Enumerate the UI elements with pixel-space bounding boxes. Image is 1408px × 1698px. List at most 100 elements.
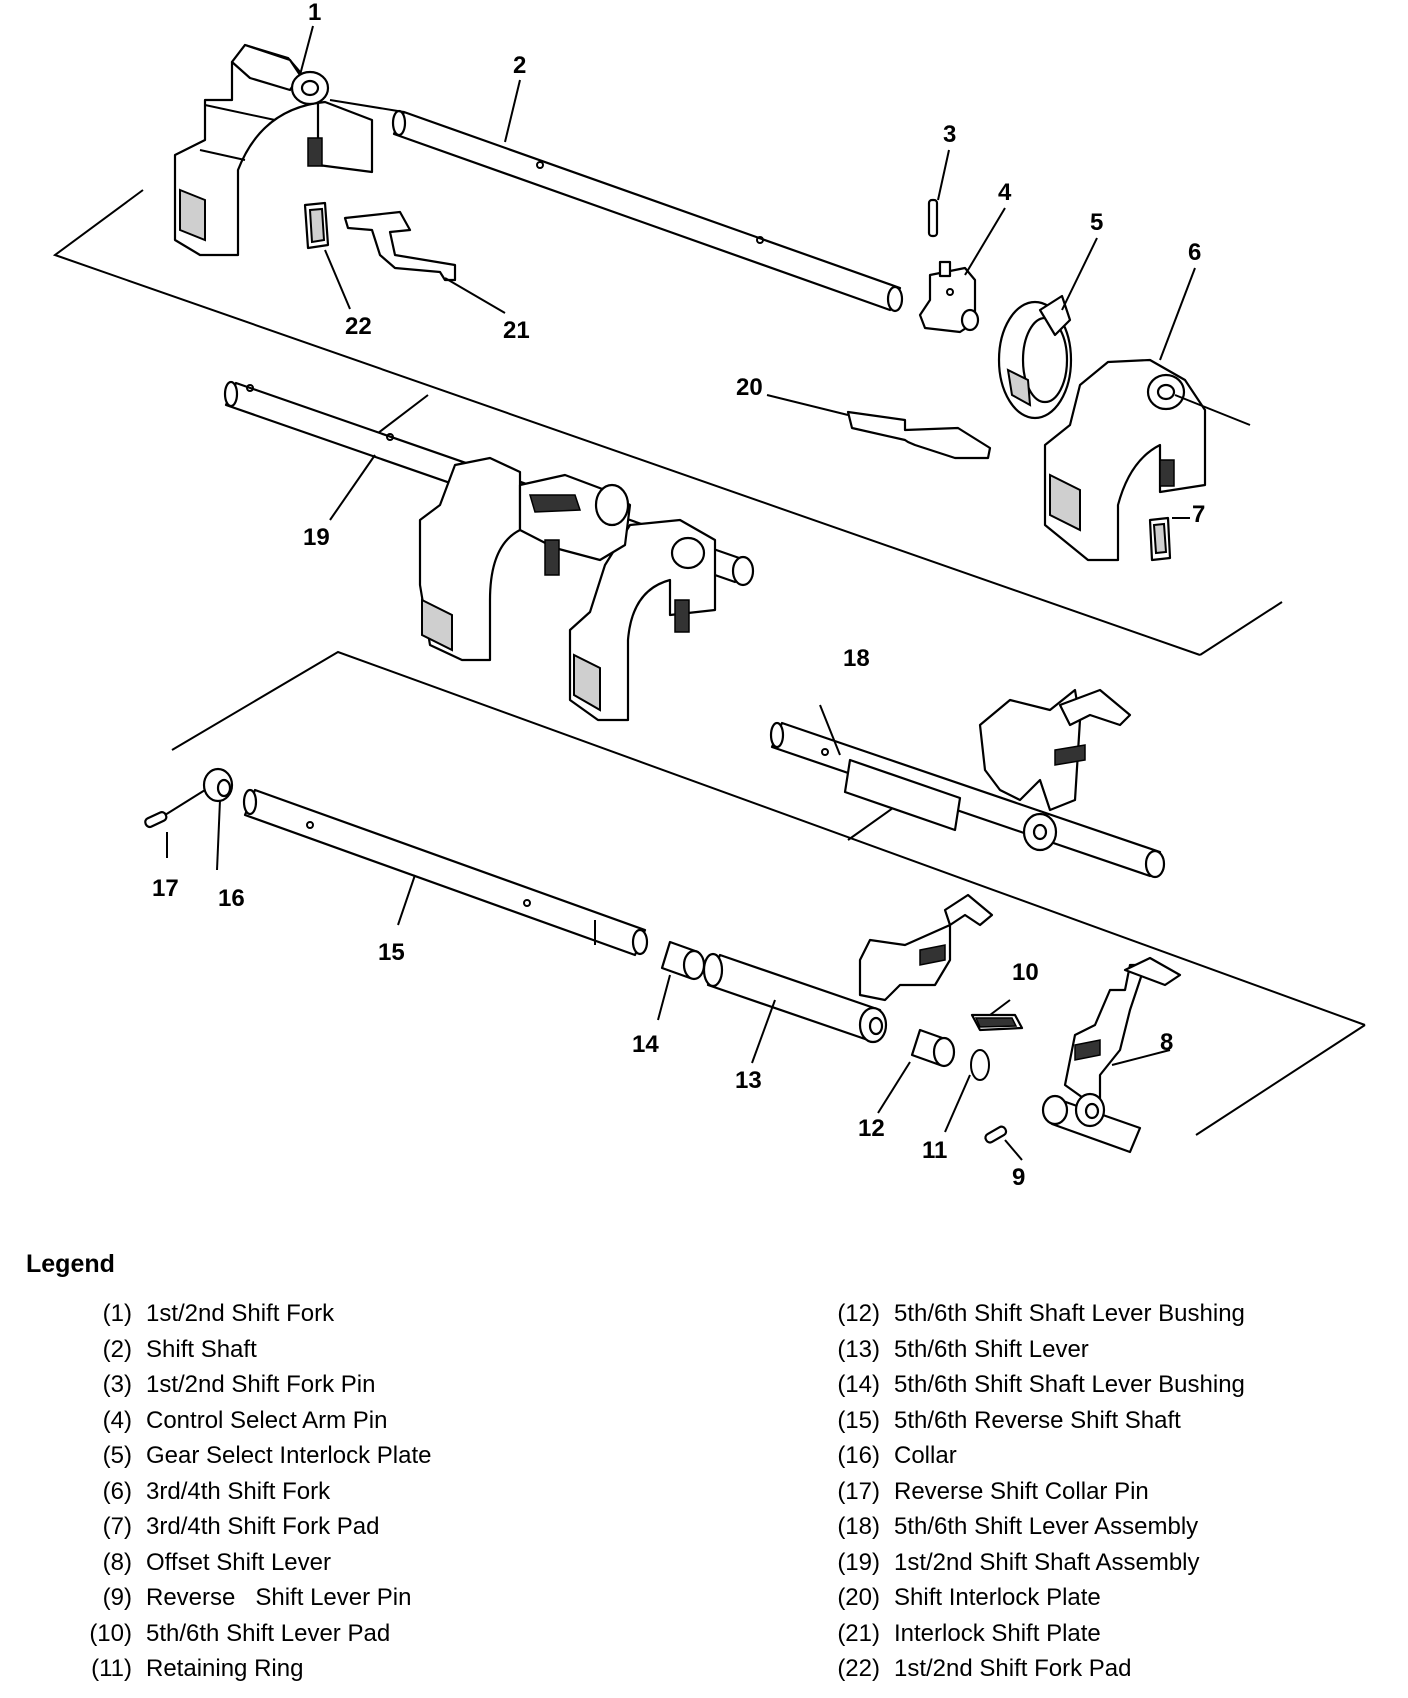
legend-desc: 5th/6th Reverse Shift Shaft [894, 1406, 1181, 1434]
legend-item: (5) Gear Select Interlock Plate [70, 1442, 432, 1478]
shift-lever-pad-5th-6th [970, 1013, 1024, 1032]
legend-item: (10)5th/6th Shift Lever Pad [70, 1620, 431, 1656]
legend-ref: (7) [102, 1513, 132, 1540]
legend-ref: (21) [837, 1619, 880, 1647]
legend-desc: Shift Interlock Plate [894, 1584, 1101, 1611]
callout-22: 22 [345, 313, 372, 340]
legend-desc: 5th/6th Shift Lever Pad [146, 1619, 391, 1647]
legend-item: (7) 3rd/4th Shift Fork Pad [70, 1513, 431, 1549]
legend-ref: (20) [837, 1584, 880, 1611]
callout-15: 15 [378, 939, 405, 966]
callout-8: 8 [1160, 1029, 1173, 1056]
legend-desc: 1st/2nd Shift Shaft Assembly [894, 1548, 1200, 1576]
callout-19: 19 [303, 524, 330, 551]
legend-ref: (9) [102, 1584, 132, 1611]
legend-ref: (5) [102, 1442, 132, 1469]
reverse-shift-shaft-5th-6th [242, 788, 649, 957]
shift-fork-pin-1st-2nd [927, 198, 939, 238]
callout-numbers: 1 2 3 4 5 6 7 8 9 10 11 12 13 14 15 16 1… [152, 0, 1205, 1191]
gear-select-interlock-plate [997, 294, 1073, 420]
shift-shaft-assembly-1st-2nd [223, 380, 755, 722]
legend-ref: (3) [102, 1371, 132, 1398]
legend-desc: 5th/6th Shift Lever Assembly [894, 1513, 1199, 1540]
offset-shift-lever [1041, 956, 1182, 1154]
legend-ref: (22) [837, 1655, 880, 1682]
legend-desc: Control Select Arm Pin [146, 1406, 388, 1434]
legend-item: (1) 1st/2nd Shift Fork [70, 1300, 431, 1336]
legend-desc: 1st/2nd Shift Fork Pad [894, 1655, 1132, 1682]
upper-group-frame [52, 189, 1283, 656]
callout-5: 5 [1090, 209, 1103, 236]
legend-desc: Reverse Shift Lever Pin [146, 1584, 412, 1611]
collar [164, 767, 234, 816]
legend-item: (16)Collar [818, 1442, 1245, 1478]
callout-12: 12 [858, 1115, 885, 1142]
callout-6: 6 [1188, 239, 1201, 266]
legend-left-column: (1)1st/2nd Shift Fork (2)Shift Shaft (3)… [70, 1300, 431, 1691]
legend-title: Legend [26, 1250, 115, 1278]
reverse-shift-lever-pin [984, 1125, 1023, 1161]
callout-16: 16 [218, 885, 245, 912]
shift-lever-assembly-5th-6th [769, 688, 1166, 879]
callout-1: 1 [308, 0, 321, 26]
legend-item: (21) Interlock Shift Plate [818, 1620, 1245, 1656]
callout-leaders [216, 25, 1196, 1133]
legend-desc: 1st/2nd Shift Fork Pin [146, 1371, 376, 1398]
legend-desc: 5th/6th Shift Shaft Lever Bushing [894, 1371, 1245, 1398]
legend-ref: (6) [102, 1477, 132, 1505]
shift-lever-5th-6th [702, 893, 994, 1044]
legend-ref: (18) [837, 1513, 880, 1540]
legend-desc: Retaining Ring [146, 1655, 304, 1682]
legend-ref: (1) [102, 1300, 132, 1327]
callout-3: 3 [943, 121, 956, 148]
legend-ref: (15) [837, 1406, 880, 1434]
legend-ref: (12) [837, 1300, 880, 1327]
legend-desc: 1st/2nd Shift Fork [146, 1300, 335, 1327]
legend-desc: 3rd/4th Shift Fork Pad [146, 1513, 380, 1540]
callout-18: 18 [843, 645, 870, 672]
legend-desc: 3rd/4th Shift Fork [146, 1477, 331, 1505]
legend-item: (20) Shift Interlock Plate [818, 1584, 1245, 1620]
control-select-arm-pin [918, 260, 980, 334]
legend-item: (8)Offset Shift Lever [70, 1549, 431, 1585]
legend-item: (11) Retaining Ring [70, 1655, 431, 1691]
fork-pad-1st-2nd [303, 201, 330, 250]
callout-14: 14 [632, 1031, 659, 1058]
callout-2: 2 [513, 52, 526, 79]
fork-pad-3rd-4th [1148, 516, 1172, 562]
exploded-view-diagram: 1 2 3 4 5 6 7 8 9 10 11 12 13 14 15 16 1… [52, 0, 1366, 1191]
callout-13: 13 [735, 1067, 762, 1094]
legend-item: (18) 5th/6th Shift Lever Assembly [818, 1513, 1245, 1549]
shift-shaft [329, 99, 904, 313]
legend-ref: (16) [837, 1442, 880, 1469]
legend-desc: Interlock Shift Plate [894, 1619, 1101, 1647]
shift-fork-1st-2nd [173, 43, 374, 257]
legend-desc: Reverse Shift Collar Pin [894, 1477, 1149, 1505]
legend-ref: (2) [102, 1335, 132, 1363]
callout-11: 11 [922, 1137, 947, 1164]
legend-item: (19) 1st/2nd Shift Shaft Assembly [818, 1549, 1245, 1585]
interlock-shift-plate [343, 210, 457, 282]
legend-ref: (4) [102, 1406, 132, 1434]
legend-item: (4) Control Select Arm Pin [70, 1407, 431, 1443]
legend-ref: (14) [837, 1371, 880, 1398]
shift-shaft-lever-bushing-14 [660, 940, 706, 981]
legend-desc: 5th/6th Shift Lever [894, 1335, 1089, 1363]
legend-ref: (8) [102, 1548, 132, 1576]
legend-item: (14) 5th/6th Shift Shaft Lever Bushing [818, 1371, 1245, 1407]
reverse-shift-collar-pin [144, 811, 168, 858]
callout-17: 17 [152, 875, 179, 902]
legend-item: (22) 1st/2nd Shift Fork Pad [818, 1655, 1245, 1691]
legend-item: (12)5th/6th Shift Shaft Lever Bushing [818, 1300, 1245, 1336]
shift-interlock-plate [846, 410, 992, 460]
callout-4: 4 [998, 179, 1012, 206]
legend-ref: (11) [91, 1655, 132, 1682]
legend-desc: Gear Select Interlock Plate [146, 1442, 432, 1469]
legend-right-column: (12)5th/6th Shift Shaft Lever Bushing (1… [818, 1300, 1245, 1691]
retaining-ring [970, 1049, 990, 1081]
callout-7: 7 [1192, 501, 1205, 528]
legend-item: (9) Reverse Shift Lever Pin [70, 1584, 431, 1620]
lower-group-frame [171, 394, 1366, 1136]
legend-ref: (19) [837, 1548, 880, 1576]
callout-20: 20 [736, 374, 763, 401]
